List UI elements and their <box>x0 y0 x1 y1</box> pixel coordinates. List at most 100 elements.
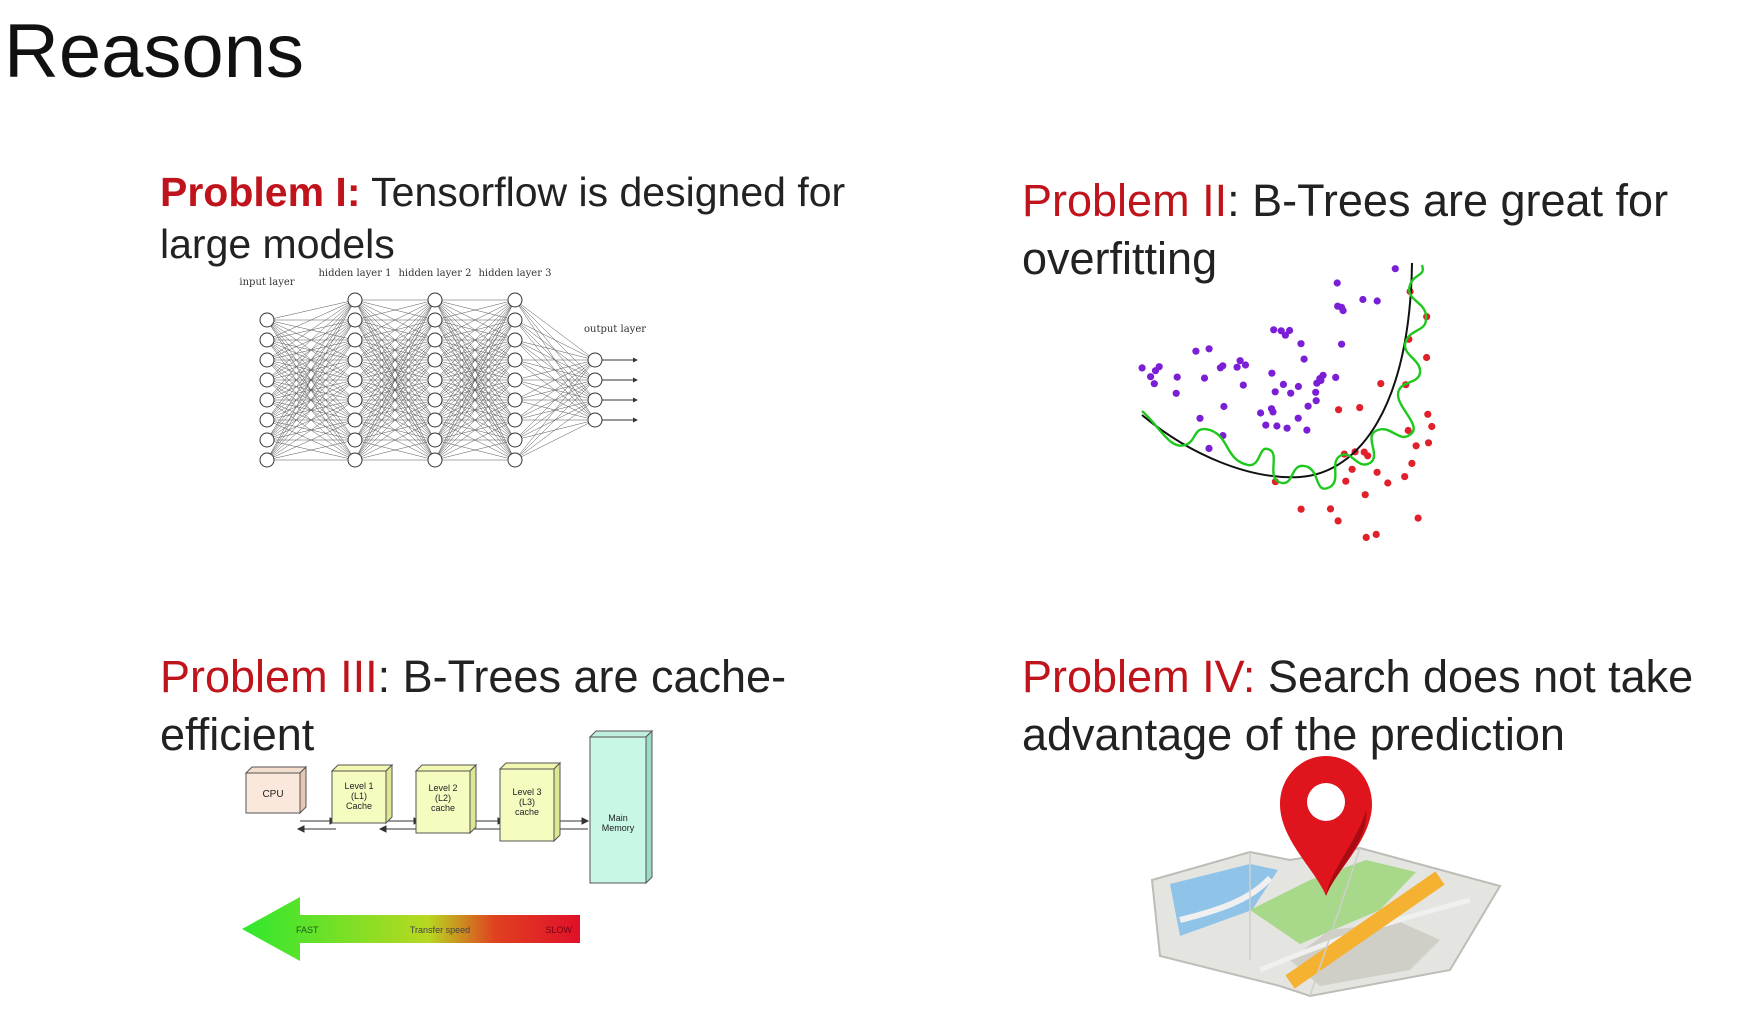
nn-edge <box>266 399 356 461</box>
scatter-point-class-a <box>1287 389 1295 397</box>
l1-cache-label: Level 1(L1)Cache <box>344 781 373 811</box>
scatter-point-class-b <box>1361 491 1369 499</box>
nn-node <box>587 372 603 388</box>
nn-edge <box>434 339 516 461</box>
nn-node <box>587 352 603 368</box>
scatter-point-class-a <box>1334 302 1342 310</box>
nn-edge <box>354 399 436 461</box>
scatter-point-class-a <box>1147 373 1155 381</box>
folded-map <box>1150 846 1502 998</box>
scatter-point-class-b <box>1342 477 1350 485</box>
scatter-point-class-b <box>1348 465 1356 473</box>
scatter-point-class-a <box>1294 382 1302 391</box>
nn-edge <box>354 299 436 381</box>
problem-2-label: Problem II <box>1022 175 1228 226</box>
nn-edge <box>354 439 436 461</box>
arrow-fast-label: FAST <box>296 925 319 935</box>
nn-nodes <box>259 292 603 468</box>
scatter-point-class-a <box>1338 340 1346 348</box>
scatter-point-class-b <box>1408 459 1416 467</box>
scatter-point-class-b <box>1412 442 1420 450</box>
nn-edge <box>514 359 596 401</box>
nn-edge <box>354 359 436 461</box>
nn-edge <box>514 339 596 361</box>
location-pin-icon <box>1280 756 1372 896</box>
nn-node <box>259 352 275 368</box>
nn-edge <box>434 379 516 461</box>
nn-node <box>427 372 443 388</box>
nn-node <box>259 432 275 448</box>
nn-edge <box>354 319 436 461</box>
nn-edge <box>266 299 356 361</box>
nn-node <box>507 432 523 448</box>
nn-node <box>507 292 523 308</box>
scatter-point-class-b <box>1326 505 1335 513</box>
nn-edge <box>354 299 436 321</box>
nn-edge <box>266 299 356 401</box>
nn-edge <box>354 299 436 361</box>
scatter-point-class-b <box>1373 468 1381 476</box>
scatter-point-class-a <box>1270 326 1278 334</box>
problem-4: Problem IV: Search does not take advanta… <box>1022 648 1742 764</box>
scatter-point-class-b <box>1424 439 1433 447</box>
scatter-point-class-b <box>1428 422 1436 431</box>
nn-edge <box>514 419 596 461</box>
nn-edge <box>514 379 596 461</box>
nn-edge <box>434 359 516 461</box>
problem-1-text: Tensorflow is designed for large models <box>160 169 846 267</box>
scatter-point-class-a <box>1205 444 1213 452</box>
nn-node <box>347 412 363 428</box>
scatter-point-class-b <box>1297 505 1305 513</box>
nn-layer-label: hidden layer 1 <box>318 268 391 279</box>
nn-edge <box>514 359 596 441</box>
scatter-point-class-a <box>1273 422 1281 430</box>
nn-node <box>347 332 363 348</box>
nn-edge <box>434 299 516 441</box>
nn-edge <box>514 359 596 461</box>
problem-3-label: Problem III <box>160 651 378 702</box>
nn-node <box>347 312 363 328</box>
scatter-point-class-a <box>1192 347 1200 355</box>
nn-edge <box>434 299 516 361</box>
overfit-decision-boundary <box>1141 264 1428 490</box>
nn-output-arrowhead <box>633 397 638 403</box>
scatter-point-class-a <box>1233 363 1241 371</box>
nn-edges <box>266 299 638 461</box>
nn-edge <box>354 379 436 461</box>
scatter-point-class-b <box>1334 517 1342 525</box>
scatter-point-class-a <box>1150 380 1158 388</box>
nn-node <box>427 332 443 348</box>
scatter-point-class-a <box>1281 331 1289 339</box>
scatter-point-class-a <box>1262 421 1270 429</box>
nn-node <box>347 372 363 388</box>
nn-node <box>507 352 523 368</box>
nn-node <box>259 372 275 388</box>
problem-1-label: Problem I: <box>160 169 361 215</box>
nn-node <box>507 412 523 428</box>
nn-node <box>259 452 275 468</box>
nn-node <box>427 412 443 428</box>
smooth-decision-boundary <box>1141 262 1413 479</box>
nn-node <box>347 452 363 468</box>
nn-edge <box>514 399 596 461</box>
transfer-speed-arrow: FAST Transfer speed SLOW <box>242 897 580 961</box>
nn-edge <box>434 319 516 461</box>
nn-edge <box>354 419 436 461</box>
nn-node <box>427 432 443 448</box>
scatter-point-class-a <box>1297 340 1305 348</box>
nn-layer-label: hidden layer 2 <box>398 268 471 279</box>
nn-edge <box>354 339 436 461</box>
nn-edge <box>514 359 596 381</box>
scatter-point-class-b <box>1401 473 1409 481</box>
scatter-point-class-a <box>1257 409 1265 417</box>
nn-node <box>427 392 443 408</box>
nn-node <box>259 312 275 328</box>
nn-edge <box>266 299 356 321</box>
nn-edge <box>266 299 356 461</box>
nn-node <box>507 332 523 348</box>
nn-edge <box>514 359 596 421</box>
scatter-point-class-a <box>1173 373 1181 381</box>
nn-edge <box>266 339 356 461</box>
